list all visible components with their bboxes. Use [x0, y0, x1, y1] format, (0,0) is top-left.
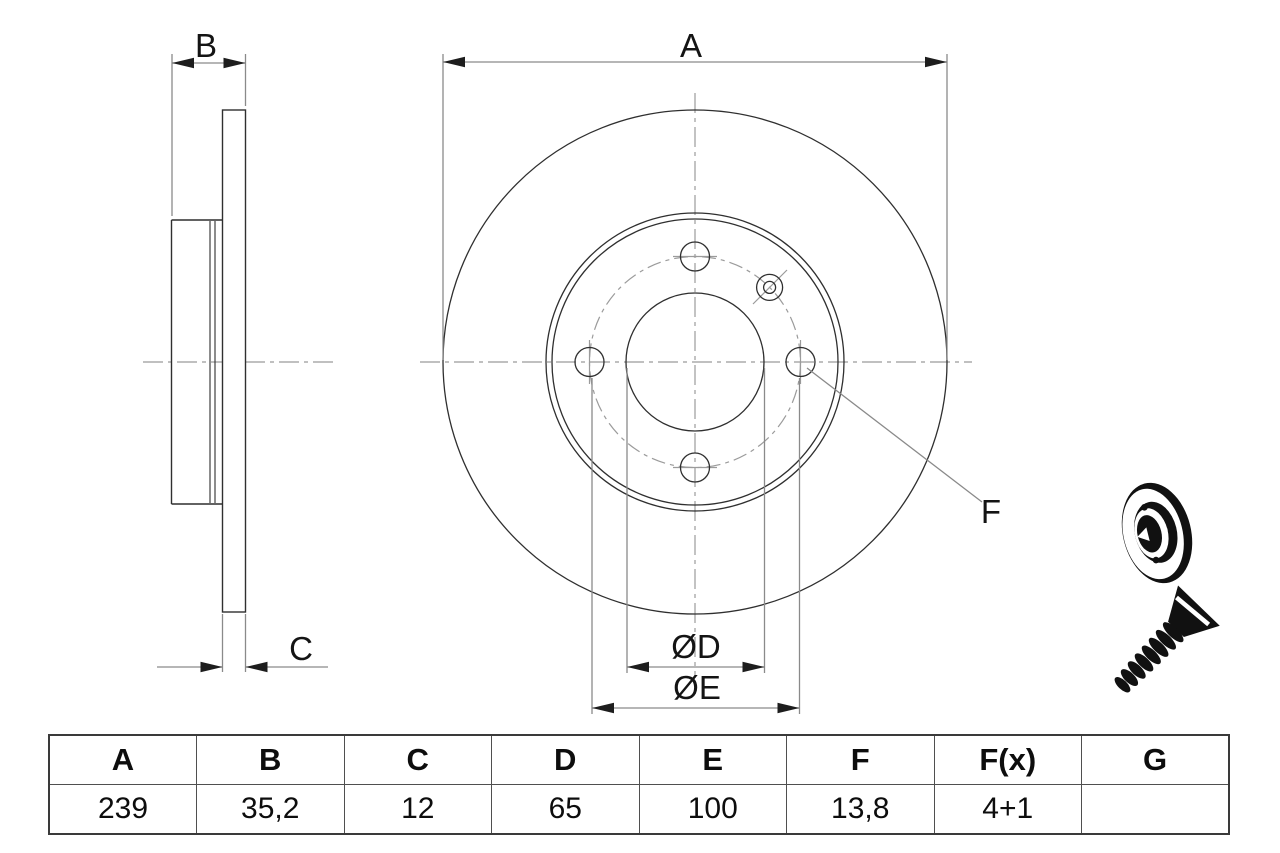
header-B: B [196, 734, 345, 785]
dimension-labels: A B C ØD ØE F [195, 27, 1001, 706]
arrow-D-right [742, 661, 765, 673]
bolt-hole-left [574, 346, 605, 378]
label-OD: ØD [671, 628, 721, 665]
disc-icon-hole-right [1162, 526, 1168, 534]
disc-icon-hole-top [1141, 503, 1148, 511]
arrow-A-left [443, 56, 465, 68]
arrow-E-left [592, 702, 614, 714]
pin-hole-tick [752, 269, 788, 305]
dimension-spec-table: A B C D E F F(x) G 239 35,2 12 65 100 13… [48, 734, 1230, 835]
arrow-C-left [200, 661, 223, 673]
locating-pin-hole-outer [755, 273, 784, 302]
header-F: F [786, 734, 935, 785]
arrow-D-left [627, 661, 649, 673]
arrow-B-right [223, 57, 246, 69]
value-G [1081, 784, 1230, 835]
bolt-hole-bottom [679, 452, 711, 483]
disc-icon-hole-bottom [1152, 556, 1160, 564]
header-E: E [638, 734, 787, 785]
side-view [170, 109, 247, 613]
outer-diameter-circle [442, 109, 948, 615]
front-view [442, 109, 948, 615]
value-B: 35,2 [196, 784, 345, 835]
table-value-row: 239 35,2 12 65 100 13,8 4+1 [48, 784, 1230, 835]
value-F: 13,8 [786, 784, 935, 835]
table-header-row: A B C D E F F(x) G [48, 734, 1230, 785]
arrowheads [172, 56, 947, 714]
centerlines [143, 93, 972, 678]
header-Fx: F(x) [933, 734, 1082, 785]
brake-disc-icon [1121, 482, 1193, 584]
disc-icon-keyway [1137, 527, 1150, 541]
dimension-lines [157, 54, 983, 714]
arrow-A-right [925, 56, 947, 68]
label-F: F [981, 493, 1001, 530]
label-C: C [289, 630, 313, 667]
value-A: 239 [48, 784, 197, 835]
center-bore-circle [625, 292, 765, 432]
value-Fx: 4+1 [933, 784, 1082, 835]
arrow-E-right [777, 702, 800, 714]
header-A: A [48, 734, 197, 785]
disc-ring-profile [221, 109, 247, 613]
label-OE: ØE [673, 669, 721, 706]
header-C: C [343, 734, 492, 785]
value-D: 65 [491, 784, 640, 835]
screw-threads [1114, 622, 1184, 693]
label-A: A [680, 27, 702, 64]
countersunk-screw-icon [1114, 585, 1220, 693]
hub-outer-circle [545, 212, 845, 512]
screw-slot [1175, 595, 1211, 627]
label-B: B [195, 27, 217, 64]
arrow-C-right [245, 661, 268, 673]
arrow-B-left [172, 57, 194, 69]
header-D: D [491, 734, 640, 785]
bolt-hole-top [679, 241, 711, 272]
leader-line-F [806, 367, 983, 503]
bolt-hole-right [785, 346, 816, 378]
disc-icon-bore [1136, 515, 1162, 553]
locating-pin-hole-inner [762, 280, 777, 295]
header-G: G [1081, 734, 1230, 785]
value-E: 100 [638, 784, 787, 835]
hub-chamfer-circle [551, 218, 839, 506]
value-C: 12 [343, 784, 492, 835]
